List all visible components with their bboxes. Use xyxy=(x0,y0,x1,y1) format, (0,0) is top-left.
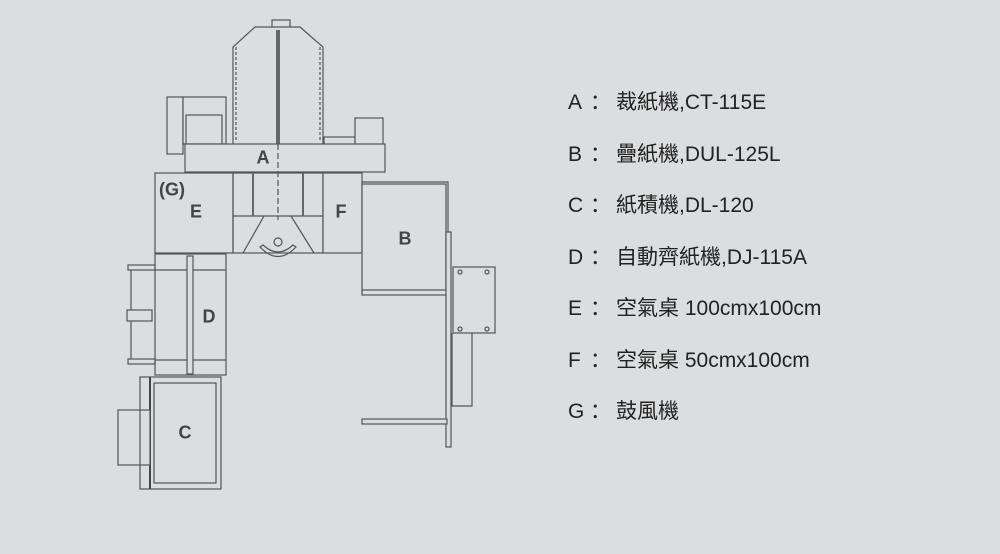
legend-sep: ： xyxy=(590,400,611,423)
label-f: F xyxy=(335,201,347,222)
label-a: A xyxy=(256,147,270,168)
label-b: B xyxy=(398,228,412,249)
machine-c-stacker xyxy=(117,376,222,490)
legend-text: 裁紙機,CT-115E xyxy=(616,91,767,114)
legend-text: 紙積機,DL-120 xyxy=(616,194,754,217)
legend-text: 空氣桌 50cmx100cm xyxy=(616,348,810,372)
legend-item-e: E ：空氣桌 100cmx100cm xyxy=(568,292,821,344)
legend-sep: ： xyxy=(590,194,611,217)
legend-key: B xyxy=(568,142,583,166)
legend-text: 空氣桌 100cmx100cm xyxy=(616,297,822,320)
legend-key: D xyxy=(568,245,584,269)
label-d: D xyxy=(202,306,216,327)
machine-a-cutter xyxy=(166,19,386,220)
legend-sep: ： xyxy=(590,297,611,320)
legend-sep: ： xyxy=(590,142,611,166)
legend-key: F xyxy=(568,348,581,372)
machine-d-jogger xyxy=(126,253,227,376)
legend-key: C xyxy=(568,194,584,217)
legend-item-d: D：自動齊紙機,DJ-115A xyxy=(568,241,821,293)
legend-item-g: G：鼓風機 xyxy=(568,395,821,447)
legend-key: E xyxy=(568,297,583,320)
legend-item-c: C ：紙積機,DL-120 xyxy=(568,189,821,241)
legend-key: A xyxy=(568,91,583,114)
legend-sep: ： xyxy=(590,245,611,269)
legend-key: G xyxy=(568,400,585,423)
air-table-e xyxy=(154,172,234,254)
label-c: C xyxy=(178,422,192,443)
legend-text: 鼓風機 xyxy=(616,400,679,423)
legend-item-b: B ：疊紙機,DUL-125L xyxy=(568,138,821,190)
legend-sep: ： xyxy=(590,91,611,114)
legend: A：裁紙機,CT-115E B：疊紙機,DUL-125L C：紙積機,DL-12… xyxy=(568,86,821,447)
legend-text: 自動齊紙機,DJ-115A xyxy=(616,245,807,269)
legend-sep: ： xyxy=(590,348,611,372)
legend-item-a: A ：裁紙機,CT-115E xyxy=(568,86,821,138)
legend-item-f: F ：空氣桌 50cmx100cm xyxy=(568,344,821,396)
label-g: (G) xyxy=(159,179,185,200)
machine-b-folder xyxy=(361,181,496,448)
label-e: E xyxy=(189,201,203,222)
legend-text: 疊紙機,DUL-125L xyxy=(616,142,781,166)
